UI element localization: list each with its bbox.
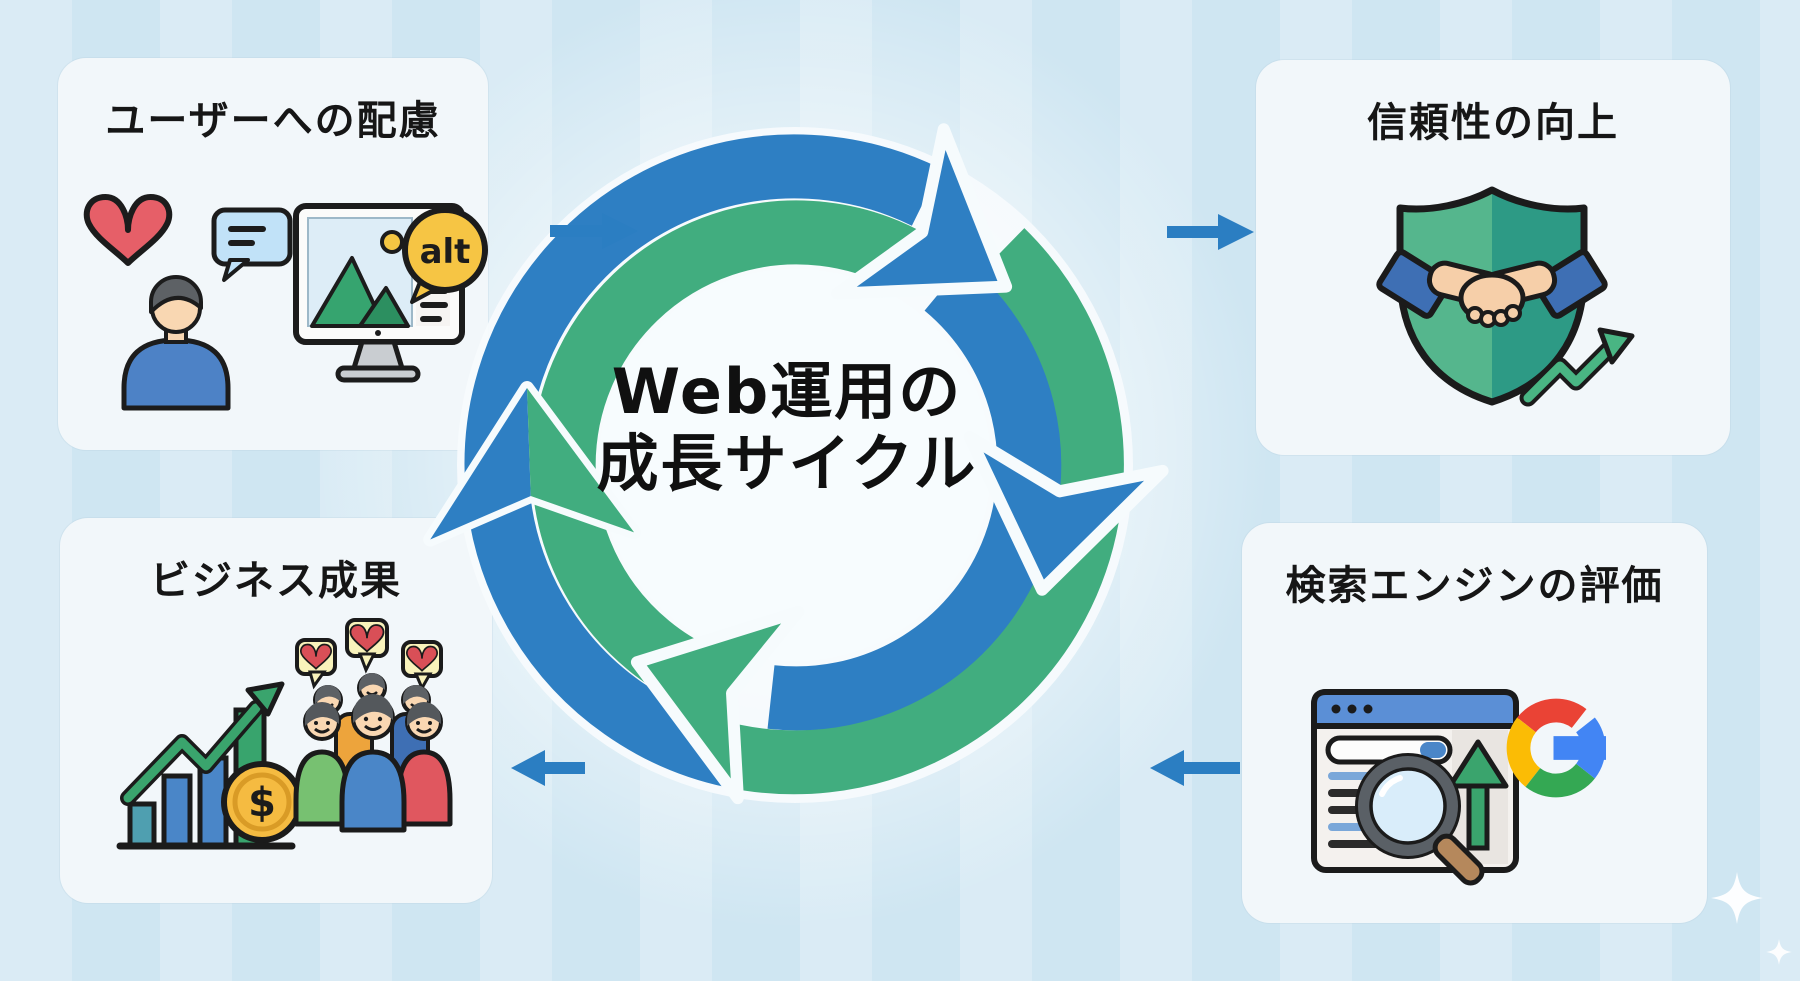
comment-bubble-icon [211, 207, 293, 282]
panel-title-business-results: ビジネス成果 [150, 558, 402, 604]
google-g-icon [1506, 698, 1606, 798]
alt-badge: alt [402, 207, 488, 304]
cycle-green-outer-arc [726, 228, 1124, 795]
heart-icon [83, 194, 173, 266]
heart-bubble-icon [401, 640, 443, 692]
user-icon [121, 275, 231, 411]
happy-community-icon [293, 618, 453, 833]
cycle-blue-outer-arc [464, 134, 941, 788]
heart-bubble-icon [295, 638, 337, 690]
trust-improvement-icons [1376, 186, 1635, 407]
user-consideration-icons: alt [83, 194, 488, 411]
rank-up-arrow-icon [1447, 739, 1509, 851]
panel-title-search-engine-evaluation: 検索エンジンの評価 [1285, 563, 1664, 609]
person-icon [293, 702, 351, 827]
cycle-arrowhead-bottom-icon [630, 605, 805, 805]
panel-title-trust-improvement: 信頼性の向上 [1367, 100, 1619, 146]
shield-handshake-icon [1376, 186, 1608, 406]
cycle-blue-inner-arc [767, 261, 1062, 731]
cycle-arrowhead-top-icon [830, 123, 1013, 300]
connector-arrows [511, 213, 1254, 786]
connector-arrow-bottom-right-icon [1150, 750, 1240, 786]
sparkle-icon [1711, 872, 1763, 924]
connector-arrow-top-left-icon [550, 213, 638, 249]
person-icon [339, 694, 407, 833]
growth-zigzag-arrow-icon [1519, 327, 1635, 407]
cycle-green-inner-arc [531, 200, 928, 720]
dollar-sign: $ [248, 780, 276, 826]
monitor-image-icon: alt [293, 203, 488, 383]
magnifier-icon [1355, 753, 1485, 886]
cycle-arrowhead-right-icon [963, 430, 1169, 596]
heart-bubble-icon [345, 618, 389, 674]
cycle-inner-disc [599, 269, 991, 661]
search-engine-icons [1311, 689, 1606, 886]
browser-search-icon [1311, 689, 1519, 886]
business-results-icons: $ [116, 618, 453, 850]
panel-title-user-consideration: ユーザーへの配慮 [105, 98, 441, 144]
connector-arrow-top-right-icon [1167, 214, 1254, 250]
growth-zigzag-arrow-icon [120, 681, 285, 806]
bar-chart-icon: $ [116, 681, 303, 850]
connector-arrow-bottom-left-icon [511, 750, 585, 786]
sparkle-icon [1766, 939, 1792, 965]
cycle-arrowhead-left-icon [423, 381, 642, 547]
cycle-arrows-icon [423, 123, 1169, 805]
dollar-coin-icon: $ [221, 761, 303, 843]
sparkles [1711, 872, 1792, 965]
alt-badge-text: alt [420, 232, 471, 272]
